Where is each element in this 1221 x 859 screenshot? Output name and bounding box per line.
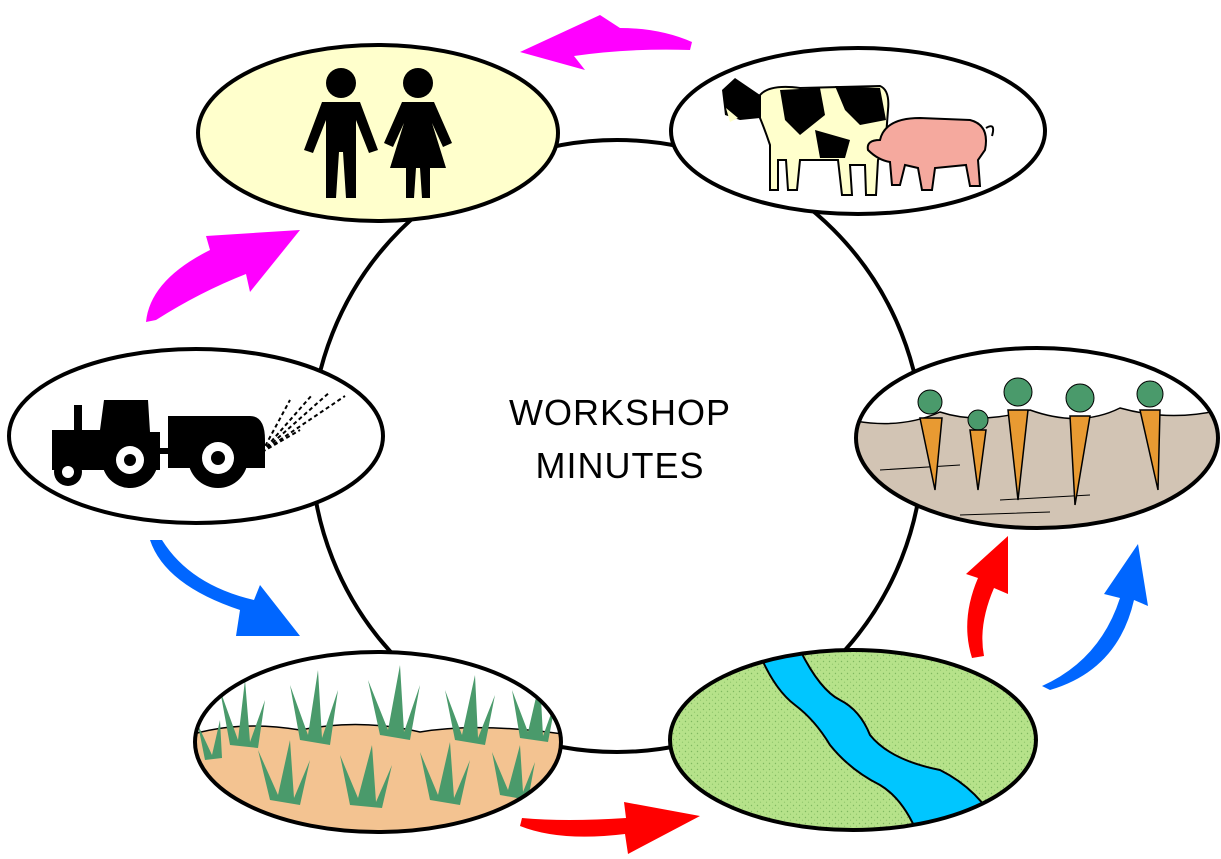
node-livestock <box>669 46 1047 216</box>
node-spraying <box>7 347 385 525</box>
arrow-water-to-crops-outer <box>1042 544 1148 690</box>
tractor-sprayer-icon <box>52 391 346 488</box>
node-weeds <box>193 650 563 834</box>
node-people <box>196 43 560 223</box>
center-title-line2: MINUTES <box>536 445 705 486</box>
node-crops <box>854 346 1220 530</box>
arrow-livestock-to-people <box>520 15 692 70</box>
carrot-icon <box>917 377 1164 506</box>
node-water <box>668 648 1038 832</box>
arrow-spraying-to-people <box>146 230 300 322</box>
arrow-spraying-to-weeds <box>150 540 300 636</box>
man-woman-icon <box>304 68 452 198</box>
grass-soil-icon <box>198 665 556 808</box>
cow-pig-icon <box>722 78 995 196</box>
arrow-water-to-crops <box>966 536 1008 658</box>
arrow-weeds-to-water <box>520 802 700 854</box>
center-title-line1: WORKSHOP <box>509 392 731 433</box>
